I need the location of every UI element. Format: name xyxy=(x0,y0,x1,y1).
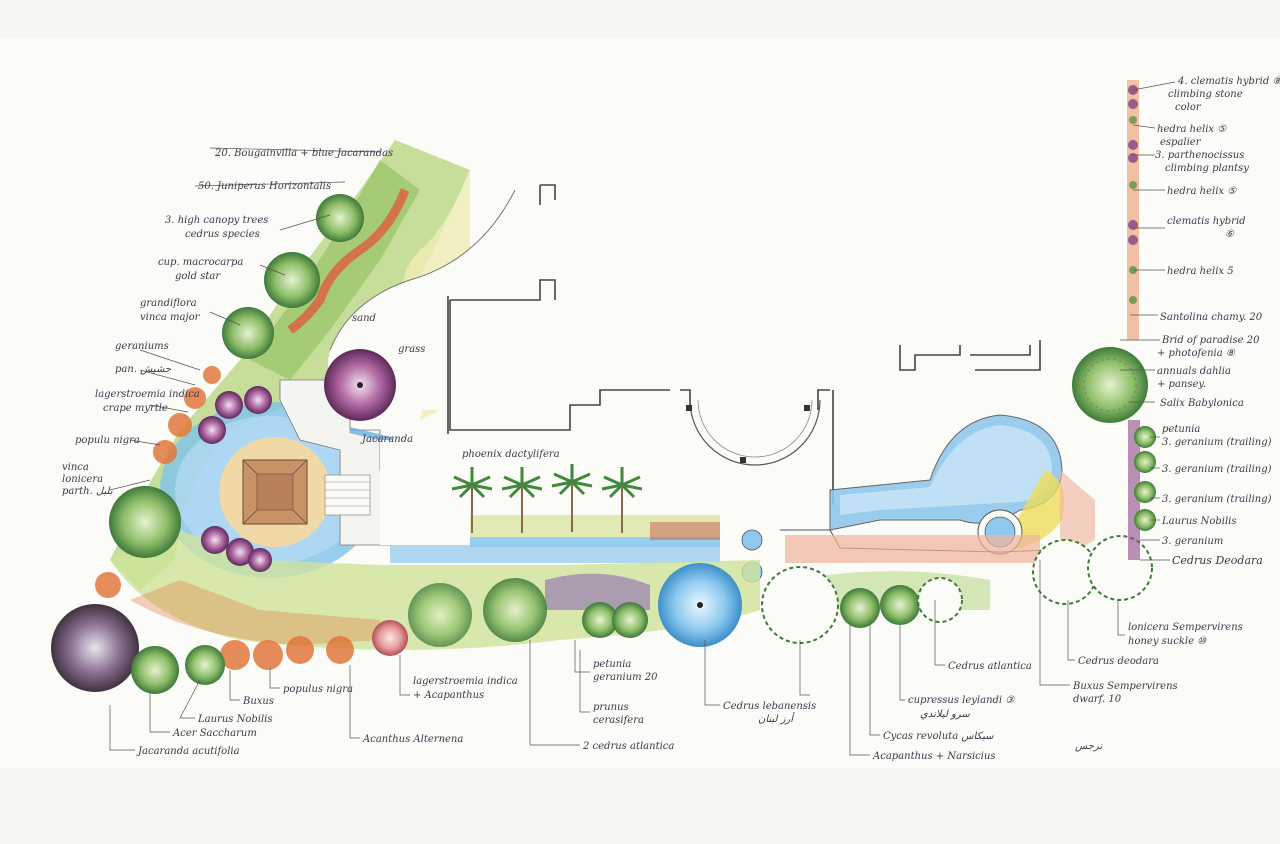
label-cedrus-deodara-bottom: Cedrus deodara xyxy=(1078,656,1159,667)
leader-lines xyxy=(109,81,1176,756)
label-populu-nigra: populu nigra xyxy=(75,435,140,446)
right-labels: 4. clematis hybrid ⑧ climbing stone colo… xyxy=(1155,76,1280,567)
sand-path xyxy=(328,190,560,410)
label-acer-saccharum: Acer Saccharum xyxy=(172,728,257,739)
label-prunus: prunus xyxy=(593,702,629,713)
label-grandiflora: grandiflora xyxy=(140,298,197,309)
label-lagerstroemia-bottom: lagerstroemia indica xyxy=(413,676,518,687)
right-climbing-strip xyxy=(1127,80,1156,560)
label-lonicera: lonicera xyxy=(62,474,103,485)
label-dwarf-10: dwarf. 10 xyxy=(1073,694,1122,705)
label-pansey: + pansey. xyxy=(1157,379,1206,390)
left-labels: 20. Bougainvilla + blue Jacarandas 50. J… xyxy=(62,148,560,497)
label-geraniums: geraniums xyxy=(115,341,169,352)
label-parthenocissus: 3. parthenocissus xyxy=(1155,150,1244,161)
label-cup-macrocarpa: cup. macrocarpa xyxy=(158,257,243,268)
label-annuals-dahlia: annuals dahlia xyxy=(1157,366,1231,377)
label-climbing-stone: climbing stone xyxy=(1168,89,1243,100)
label-geranium-trailing-3: 3. geranium (trailing) xyxy=(1162,494,1272,505)
label-geranium-20: geranium 20 xyxy=(593,672,658,683)
label-vinca: vinca xyxy=(62,462,89,473)
pool-area xyxy=(741,414,1095,583)
label-bougainvilla: 20. Bougainvilla + blue Jacarandas xyxy=(214,148,393,159)
label-petunia: petunia xyxy=(593,659,631,670)
label-buxus-sempervirens: Buxus Sempervirens xyxy=(1072,681,1178,692)
label-acapanthus: + Acapanthus xyxy=(413,690,484,701)
label-cerasifera: cerasifera xyxy=(593,715,644,726)
label-geranium-right: 3. geranium xyxy=(1162,536,1223,547)
label-lagerstroemia-left: lagerstroemia indica xyxy=(95,389,200,400)
label-juniperus: 50. Juniperus Horizontalis xyxy=(198,181,331,192)
label-buxus: Buxus xyxy=(242,696,274,707)
label-cedrus-atlantica: Cedrus atlantica xyxy=(948,661,1032,672)
label-cedrus-species: cedrus species xyxy=(185,229,260,240)
label-laurus-nobilis-right: Laurus Nobilis xyxy=(1161,516,1236,527)
label-lonicera-sempervirens: lonicera Sempervirens xyxy=(1128,622,1243,633)
label-cedrus-lebanensis: Cedrus lebanensis xyxy=(723,701,816,712)
label-clematis-hybrid-2: clematis hybrid xyxy=(1167,216,1246,227)
palm-row xyxy=(451,464,643,533)
label-parth: parth. بلبل xyxy=(62,486,113,497)
label-cycas: Cycas revoluta سيكاس xyxy=(883,731,994,742)
label-acapanthus-narsicius: Acapanthus + Narsicius xyxy=(872,751,996,762)
label-arz-lubnan: أرز لبنان xyxy=(758,712,795,725)
house-outline xyxy=(447,184,1041,505)
label-clematis-count: ⑥ xyxy=(1225,229,1235,240)
label-petunia-right: petunia xyxy=(1162,424,1200,435)
label-crape-myrtle: crape myrtle xyxy=(103,403,168,414)
label-clematis-hybrid-1: 4. clematis hybrid ⑧ xyxy=(1177,76,1280,87)
label-pan: pan. حشيش xyxy=(115,364,172,375)
trees xyxy=(51,194,1153,694)
label-cedrus-atlantica-2: 2 cedrus atlantica xyxy=(582,741,674,752)
label-vinca-major: vinca major xyxy=(140,312,201,323)
label-narjis: نرجس xyxy=(1075,741,1103,752)
label-cedrus-deodara-right: Cedrus Deodara xyxy=(1172,554,1263,567)
label-grass: grass xyxy=(398,344,425,355)
label-geranium-trailing-2: 3. geranium (trailing) xyxy=(1162,464,1272,475)
label-laurus-nobilis: Laurus Nobilis xyxy=(197,714,272,725)
label-jacaranda-acutifolia: Jacaranda acutifolia xyxy=(136,746,240,757)
orange-shrub-border xyxy=(95,366,354,670)
label-populus-nigra: populus nigra xyxy=(283,684,353,695)
label-hedra-helix-3: hedra helix 5 xyxy=(1167,266,1234,277)
bottom-labels: Jacaranda acutifolia Acer Saccharum Laur… xyxy=(136,622,1243,762)
label-salix: Salix Babylonica xyxy=(1160,398,1244,409)
label-photofenia: + photofenia ⑧ xyxy=(1157,348,1236,359)
label-gold-star: gold star xyxy=(175,271,221,282)
pink-shrubs xyxy=(198,386,408,656)
label-high-canopy: 3. high canopy trees xyxy=(165,215,268,226)
label-climbing-plants: climbing plantsy xyxy=(1165,163,1249,174)
label-bird-of-paradise: Brid of paradise 20 xyxy=(1161,335,1260,346)
label-color: color xyxy=(1175,102,1202,113)
label-espalier: espalier xyxy=(1160,137,1202,148)
label-saro-leylandi: سرو ليلاندي xyxy=(920,709,970,720)
label-santolina: Santolina chamy. 20 xyxy=(1160,312,1263,323)
label-phoenix: phoenix dactylifera xyxy=(462,449,560,460)
label-jacaranda: Jacaranda xyxy=(360,434,413,445)
label-hedra-helix-2: hedra helix ⑤ xyxy=(1167,186,1237,197)
central-terrace xyxy=(380,440,725,563)
label-honey-suckle: honey suckle ⑩ xyxy=(1128,636,1207,647)
label-geranium-trailing-1: 3. geranium (trailing) xyxy=(1162,437,1272,448)
label-acanthus: Acanthus Alternena xyxy=(362,734,463,745)
label-cupressus-leylandi: cupressus leylandi ③ xyxy=(908,695,1015,706)
label-hedra-helix-1: hedra helix ⑤ xyxy=(1157,124,1227,135)
label-sand: sand xyxy=(352,313,376,324)
